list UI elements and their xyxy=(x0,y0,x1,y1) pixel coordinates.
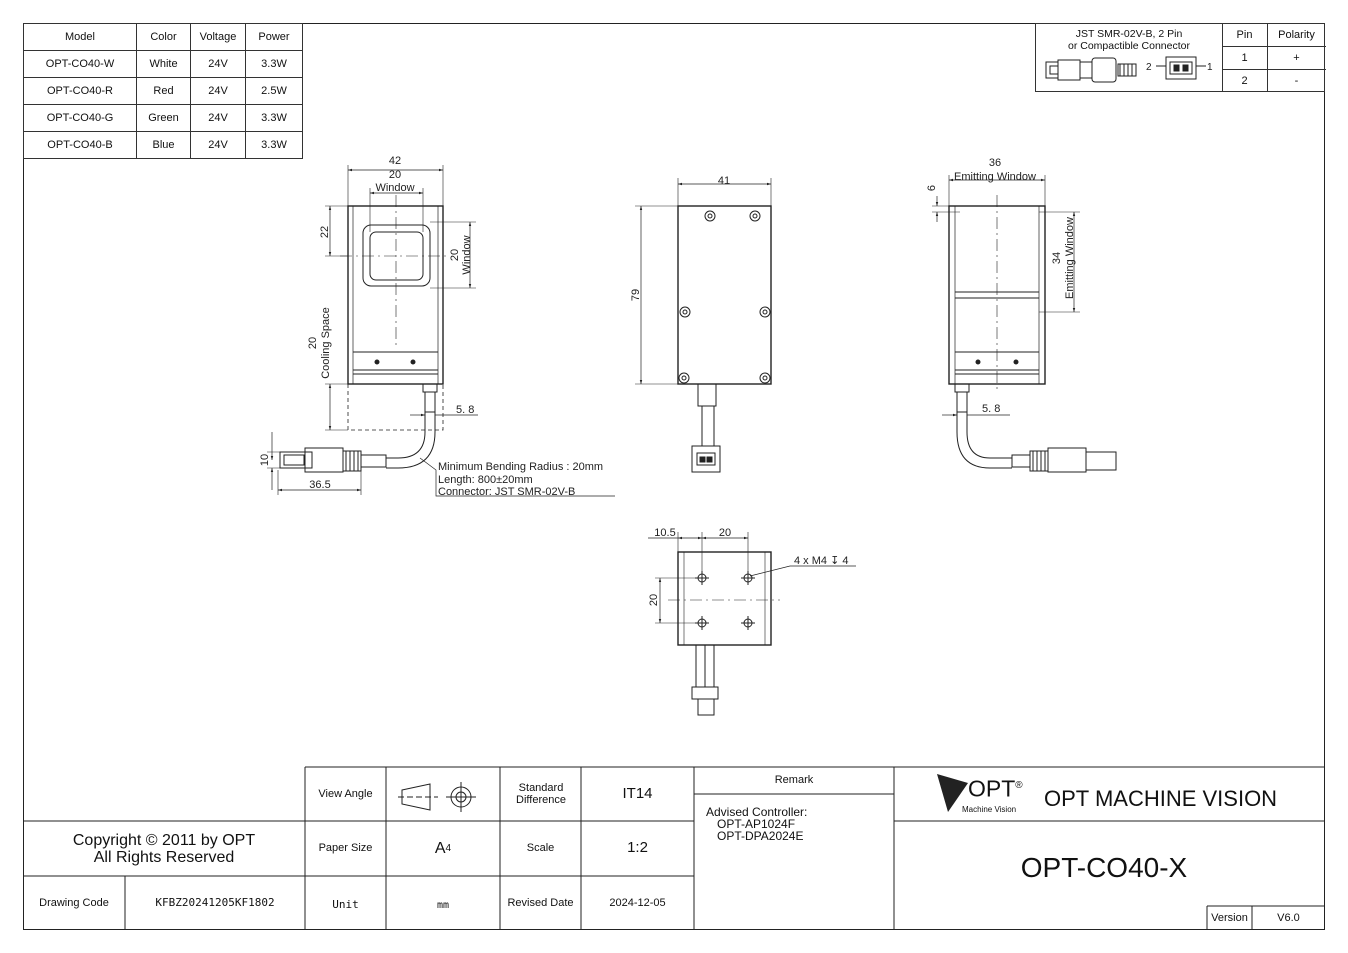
drawing-code-label: Drawing Code xyxy=(39,896,109,909)
spec-table: Model Color Voltage Power OPT-CO40-W Whi… xyxy=(23,23,303,159)
standard-difference-value: IT14 xyxy=(622,784,653,802)
standard-difference-label: Standard Difference xyxy=(516,781,566,806)
view-angle-symbol xyxy=(398,782,476,812)
registered-mark: ® xyxy=(1015,780,1023,791)
pin-1: 1 xyxy=(1241,51,1248,64)
connector-table: JST SMR-02V-B, 2 Pin or Compactible Conn… xyxy=(1035,23,1326,92)
svg-text:20: 20 xyxy=(719,527,731,539)
cell-color: White xyxy=(136,50,191,78)
drawing-frame xyxy=(23,23,1325,930)
svg-text:Emitting Window: Emitting Window xyxy=(954,171,1036,183)
svg-text:34: 34 xyxy=(1051,252,1063,264)
cell-voltage: 24V xyxy=(190,104,246,132)
revised-date-label: Revised Date xyxy=(507,896,574,909)
svg-text:22: 22 xyxy=(319,226,331,238)
svg-text:Window: Window xyxy=(461,235,473,274)
svg-text:Window: Window xyxy=(375,182,414,194)
scale-value: 1:2 xyxy=(627,839,648,857)
table-row: OPT-CO40-R Red 24V 2.5W xyxy=(23,77,303,105)
paper-size-label: Paper Size xyxy=(318,842,373,855)
drawing-code-value: KFBZ20241205KF1802 xyxy=(155,895,275,909)
version-label: Version xyxy=(1211,911,1248,924)
cell-color: Green xyxy=(136,104,191,132)
svg-text:10: 10 xyxy=(259,454,271,466)
cell-model: OPT-CO40-B xyxy=(23,131,137,159)
opt-logo-text: OPT® xyxy=(968,774,1023,801)
pin-header: Pin xyxy=(1236,28,1253,41)
cell-power: 3.3W xyxy=(245,50,303,78)
table-row: OPT-CO40-W White 24V 3.3W xyxy=(23,50,303,78)
cell-model: OPT-CO40-G xyxy=(23,104,137,132)
cell-color: Blue xyxy=(136,131,191,159)
svg-text:42: 42 xyxy=(389,155,401,167)
paper-size-letter: A xyxy=(434,839,446,857)
connector-illustration: 2 1 xyxy=(1045,56,1213,83)
svg-text:Cooling Space: Cooling Space xyxy=(320,307,332,379)
back-view xyxy=(635,178,772,473)
svg-text:20: 20 xyxy=(389,169,401,181)
front-view xyxy=(267,165,615,497)
header-color: Color xyxy=(136,23,191,51)
version-value: V6.0 xyxy=(1277,911,1300,924)
copyright-line: All Rights Reserved xyxy=(93,848,235,866)
view-angle-label: View Angle xyxy=(318,787,373,800)
opt-logo-mark xyxy=(937,774,968,812)
remark-content: Advised Controller: OPT-AP1024F OPT-DPA2… xyxy=(706,806,807,842)
cell-voltage: 24V xyxy=(190,77,246,105)
copyright: Copyright © 2011 by OPT All Rights Reser… xyxy=(23,821,305,876)
svg-text:41: 41 xyxy=(718,175,730,187)
logo-subtitle: Machine Vision xyxy=(962,805,1017,814)
polarity-header: Polarity xyxy=(1278,28,1315,41)
unit-label: Unit xyxy=(332,897,359,911)
revised-date-value: 2024-12-05 xyxy=(609,896,666,909)
remark-line: Advised Controller: xyxy=(706,805,808,819)
title-block-lines xyxy=(23,766,1325,930)
bottom-view xyxy=(648,532,856,716)
cell-model: OPT-CO40-R xyxy=(23,77,137,105)
connector-title-2: or Compactible Connector xyxy=(1068,40,1190,53)
pin-label-left: 2 xyxy=(1146,62,1152,73)
scale-label: Scale xyxy=(526,842,555,855)
unit-value: mm xyxy=(436,899,450,911)
svg-text:10.5: 10.5 xyxy=(654,527,675,539)
svg-text:20: 20 xyxy=(648,594,660,606)
copyright-line: Copyright © 2011 by OPT xyxy=(72,831,256,849)
svg-text:5. 8: 5. 8 xyxy=(982,403,1000,415)
svg-text:79: 79 xyxy=(630,289,642,301)
svg-text:6: 6 xyxy=(926,185,938,191)
connector-title-1: JST SMR-02V-B, 2 Pin xyxy=(1075,28,1183,41)
table-row: OPT-CO40-B Blue 24V 3.3W xyxy=(23,131,303,159)
remark-label: Remark xyxy=(774,774,814,787)
product-name: OPT-CO40-X xyxy=(1020,851,1188,883)
remark-line: OPT-AP1024F xyxy=(717,817,796,831)
svg-text:Length: 800±20mm: Length: 800±20mm xyxy=(438,474,533,486)
svg-text:Connector: JST SMR-02V-B: Connector: JST SMR-02V-B xyxy=(438,486,575,498)
paper-size-number: 4 xyxy=(445,843,452,854)
svg-text:36.5: 36.5 xyxy=(309,479,330,491)
cell-voltage: 24V xyxy=(190,131,246,159)
svg-text:20: 20 xyxy=(307,337,319,349)
pin-label-right: 1 xyxy=(1207,62,1213,73)
remark-line: OPT-DPA2024E xyxy=(717,829,804,843)
svg-text:4 x M4 ↧ 4: 4 x M4 ↧ 4 xyxy=(794,555,848,567)
side-view xyxy=(932,175,1117,473)
table-row: OPT-CO40-G Green 24V 3.3W xyxy=(23,104,303,132)
polarity-1: + xyxy=(1293,51,1300,64)
company-name: OPT MACHINE VISION xyxy=(1044,786,1278,811)
svg-text:36: 36 xyxy=(989,157,1001,169)
pin-2: 2 xyxy=(1241,74,1248,87)
cell-power: 3.3W xyxy=(245,131,303,159)
svg-text:20: 20 xyxy=(449,249,461,261)
polarity-2: - xyxy=(1294,74,1299,87)
svg-text:Minimum Bending Radius : 20mm: Minimum Bending Radius : 20mm xyxy=(438,461,603,473)
svg-text:Emitting Window: Emitting Window xyxy=(1064,217,1076,299)
svg-text:5. 8: 5. 8 xyxy=(456,404,474,416)
logo-word: OPT xyxy=(968,775,1016,802)
